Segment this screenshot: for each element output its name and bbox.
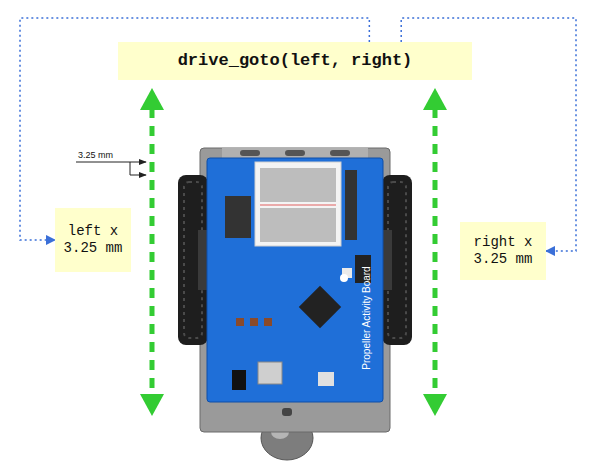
function-box: drive_goto(left, right) bbox=[118, 42, 472, 80]
travel-arrow bbox=[423, 88, 447, 416]
chassis bbox=[200, 148, 390, 432]
wheel bbox=[178, 175, 208, 345]
wheel bbox=[382, 175, 412, 345]
note-box: left x 3.25 mm bbox=[55, 208, 131, 272]
note-box: right x 3.25 mm bbox=[460, 222, 546, 280]
node-text: right x 3.25 mm bbox=[466, 234, 540, 268]
node-text: left x 3.25 mm bbox=[61, 223, 125, 257]
dimension-mark bbox=[76, 162, 146, 175]
travel-arrow bbox=[140, 88, 164, 416]
circuit-board bbox=[207, 158, 383, 402]
dimension-label: 3.25 mm bbox=[78, 150, 113, 160]
board-label: Propeller Activity Board bbox=[361, 266, 372, 369]
node-text: drive_goto(left, right) bbox=[178, 51, 413, 71]
